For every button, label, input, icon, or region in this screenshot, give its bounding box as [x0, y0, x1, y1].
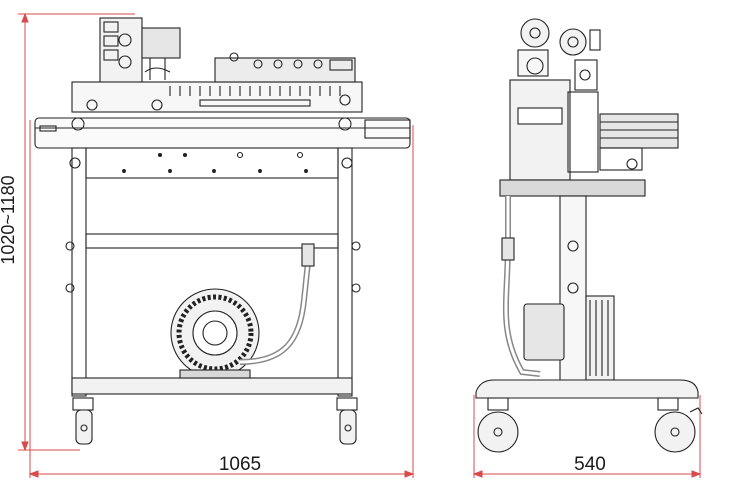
front-casters — [72, 397, 358, 445]
dimension-lines — [18, 12, 702, 478]
side-housing — [499, 79, 679, 197]
side-base — [475, 379, 699, 399]
sealer-head — [99, 17, 181, 89]
side-hose — [501, 196, 541, 377]
side-casters — [477, 397, 703, 453]
sealer-body — [71, 52, 363, 113]
blower-fan — [170, 288, 260, 379]
belt-slats — [169, 86, 341, 96]
side-motor — [523, 295, 615, 381]
conveyor-table — [34, 117, 411, 159]
side-view — [475, 18, 703, 453]
front-view — [34, 17, 411, 445]
air-hose — [239, 243, 315, 365]
depth-dimension-label: 540 — [574, 454, 606, 475]
height-dimension-label: 1020~1180 — [0, 175, 18, 264]
side-print-head — [517, 18, 601, 91]
width-dimension-label: 1065 — [219, 454, 261, 475]
side-column — [559, 195, 587, 397]
